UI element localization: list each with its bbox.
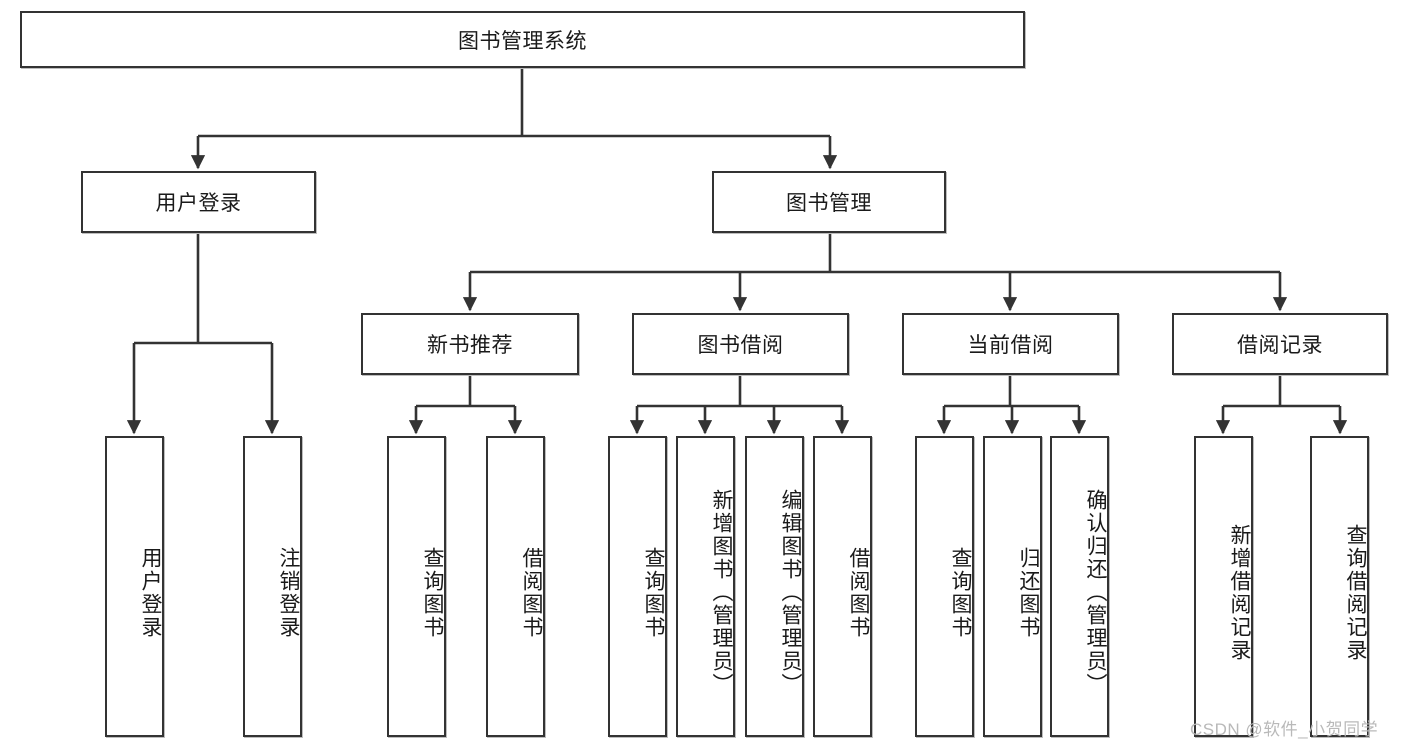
node-book-borrow[interactable]: 图书借阅 xyxy=(632,313,849,375)
watermark-text: CSDN @软件_小贺同学 xyxy=(1190,720,1379,739)
leaf-edit-book-admin[interactable]: 编辑图书（管理员） xyxy=(745,436,804,737)
leaf-add-borrow-record[interactable]: 新增借阅记录 xyxy=(1194,436,1253,737)
node-current-borrow[interactable]: 当前借阅 xyxy=(902,313,1119,375)
leaf-query-books-borrow[interactable]: 查询图书 xyxy=(608,436,667,737)
leaf-query-borrow-record[interactable]: 查询借阅记录 xyxy=(1310,436,1369,737)
node-user-login[interactable]: 用户登录 xyxy=(81,171,316,233)
leaf-logout[interactable]: 注销登录 xyxy=(243,436,302,737)
node-borrow-records[interactable]: 借阅记录 xyxy=(1172,313,1388,375)
node-new-book-recommend[interactable]: 新书推荐 xyxy=(361,313,579,375)
node-book-management[interactable]: 图书管理 xyxy=(712,171,946,233)
leaf-query-books-new[interactable]: 查询图书 xyxy=(387,436,446,737)
leaf-add-book-admin[interactable]: 新增图书（管理员） xyxy=(676,436,735,737)
node-root[interactable]: 图书管理系统 xyxy=(20,11,1025,68)
leaf-user-login[interactable]: 用户登录 xyxy=(105,436,164,737)
leaf-borrow-book[interactable]: 借阅图书 xyxy=(813,436,872,737)
leaf-query-books-current[interactable]: 查询图书 xyxy=(915,436,974,737)
leaf-return-book[interactable]: 归还图书 xyxy=(983,436,1042,737)
leaf-borrow-books-new[interactable]: 借阅图书 xyxy=(486,436,545,737)
leaf-confirm-return-admin[interactable]: 确认归还（管理员） xyxy=(1050,436,1109,737)
